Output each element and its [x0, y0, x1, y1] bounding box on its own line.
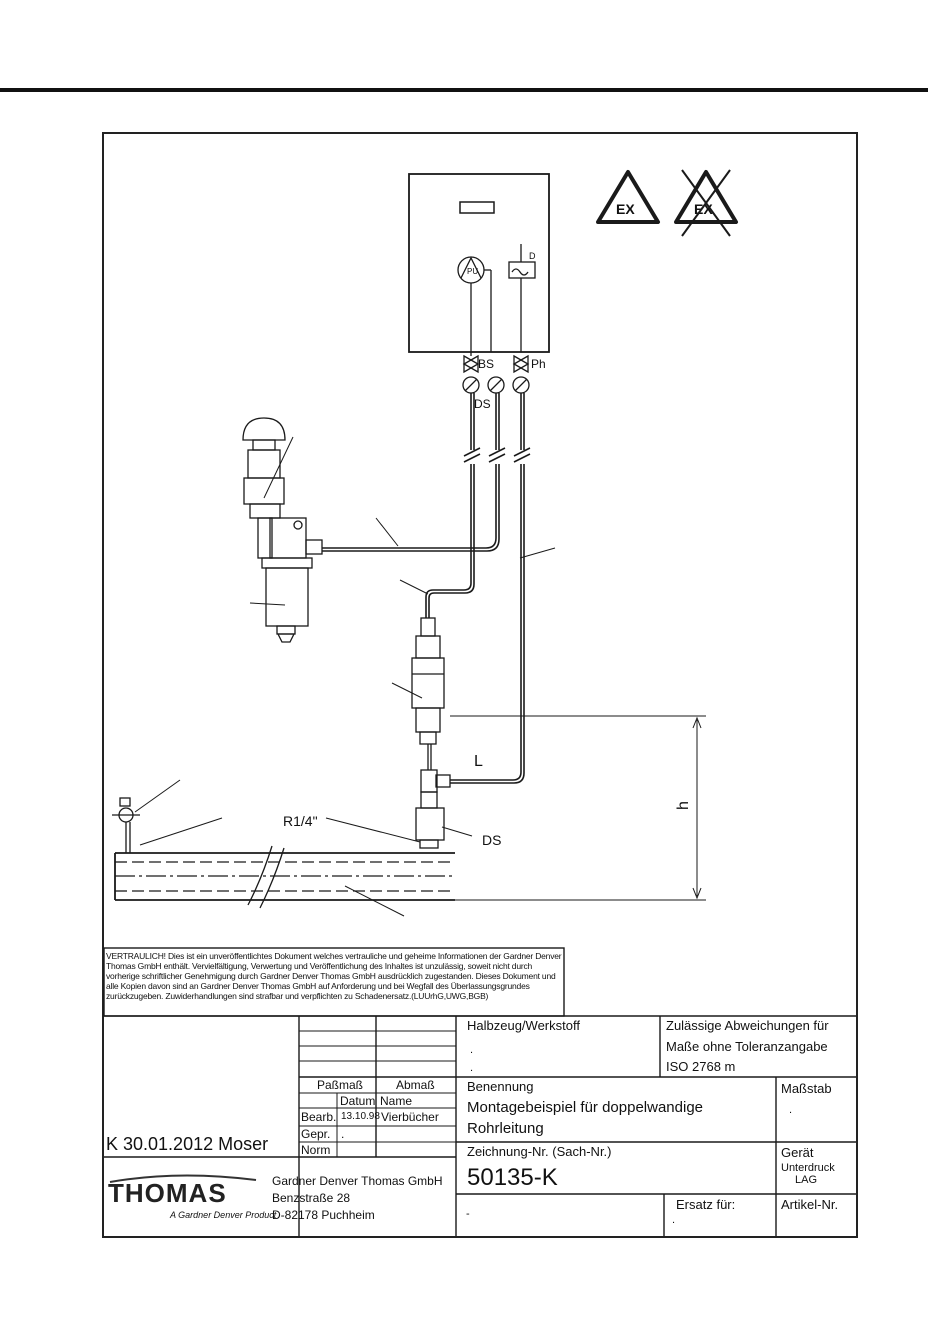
geraet-label: Gerät — [781, 1145, 814, 1160]
bs-label: BS — [478, 357, 494, 371]
benennung-line-1: Montagebeispiel für doppelwandige — [467, 1099, 704, 1116]
double-walled-pipe — [114, 845, 455, 909]
sensor-assembly — [411, 617, 451, 849]
tolerance-line-2: Maße ohne Toleranzangabe — [666, 1039, 828, 1054]
svg-text:EX: EX — [616, 201, 635, 217]
benennung-line-2: Rohrleitung — [467, 1120, 544, 1137]
logo-subtitle: A Gardner Denver Product — [170, 1210, 277, 1220]
title-block-grid — [103, 947, 856, 1236]
drawing-frame — [102, 132, 858, 1238]
ds-top-label: DS — [474, 397, 491, 411]
gepr-label: Gepr. — [301, 1127, 331, 1141]
tolerance-line-1: Zulässige Abweichungen für — [666, 1018, 829, 1033]
geraet-line-2: LAG — [795, 1174, 818, 1186]
test-valve — [112, 797, 140, 853]
halbzeug-label: Halbzeug/Werkstoff — [467, 1018, 580, 1033]
benennung-label: Benennung — [467, 1079, 534, 1094]
tolerance-line-3: ISO 2768 m — [666, 1059, 736, 1074]
dimension-h — [450, 715, 706, 901]
ds-bottom-label: DS — [482, 832, 501, 848]
abmass-label: Abmaß — [396, 1078, 435, 1092]
passmass-label: Paßmaß — [317, 1078, 364, 1092]
halbzeug-dot-1: . — [470, 1044, 474, 1056]
massstab-label: Maßstab — [781, 1081, 832, 1096]
pu-label: PU — [467, 267, 478, 276]
ex-warning-sign: EX — [596, 170, 660, 224]
fitting-ds-top — [462, 376, 530, 394]
massstab-value: . — [789, 1104, 793, 1116]
gepr-dot: . — [341, 1127, 345, 1141]
bearb-name: Vierbücher — [381, 1110, 439, 1124]
filter-assembly — [242, 417, 323, 643]
valve-ph — [512, 354, 530, 374]
company-city: D-82178 Puchheim — [272, 1208, 375, 1222]
norm-label: Norm — [301, 1143, 331, 1157]
halbzeug-dot-2: . — [470, 1062, 474, 1074]
logo-swoosh — [109, 1174, 257, 1183]
ph-label: Ph — [531, 357, 546, 371]
d-label: D — [529, 251, 536, 261]
pipe-lines — [322, 393, 531, 784]
company-street: Benzstraße 28 — [272, 1191, 351, 1205]
valve-bs — [462, 352, 480, 374]
device-housing: PU D — [408, 173, 550, 353]
company-name: Gardner Denver Thomas GmbH — [272, 1174, 443, 1188]
zeichnung-label: Zeichnung-Nr. (Sach-Nr.) — [467, 1144, 612, 1159]
ersatz-dot: . — [672, 1214, 676, 1226]
geraet-line-1: Unterdruck — [781, 1162, 835, 1174]
ex-warning-sign-crossed: EX — [674, 169, 738, 237]
display-window — [459, 201, 495, 214]
thread-label: R1/4" — [283, 813, 318, 829]
revision-note: K 30.01.2012 Moser — [106, 1134, 269, 1154]
name-label: Name — [380, 1094, 413, 1108]
ersatz-dash: - — [466, 1208, 470, 1220]
drawing-number: 50135-K — [467, 1164, 558, 1191]
bearb-label: Bearb. — [301, 1110, 337, 1124]
artikel-label: Artikel-Nr. — [781, 1197, 839, 1212]
thomas-logo: THOMAS — [108, 1178, 227, 1208]
datum-label: Datum — [340, 1094, 376, 1108]
leader-lines — [134, 436, 556, 917]
ersatz-label: Ersatz für: — [676, 1197, 736, 1212]
l-label: L — [474, 753, 483, 770]
pressure-switch-symbol — [508, 261, 536, 279]
header-rule — [0, 88, 928, 92]
confidentiality-notice: VERTRAULICH! Dies ist ein unveröffentlic… — [106, 951, 562, 1001]
h-label: h — [675, 801, 692, 810]
bearb-date: 13.10.98 — [341, 1111, 380, 1122]
